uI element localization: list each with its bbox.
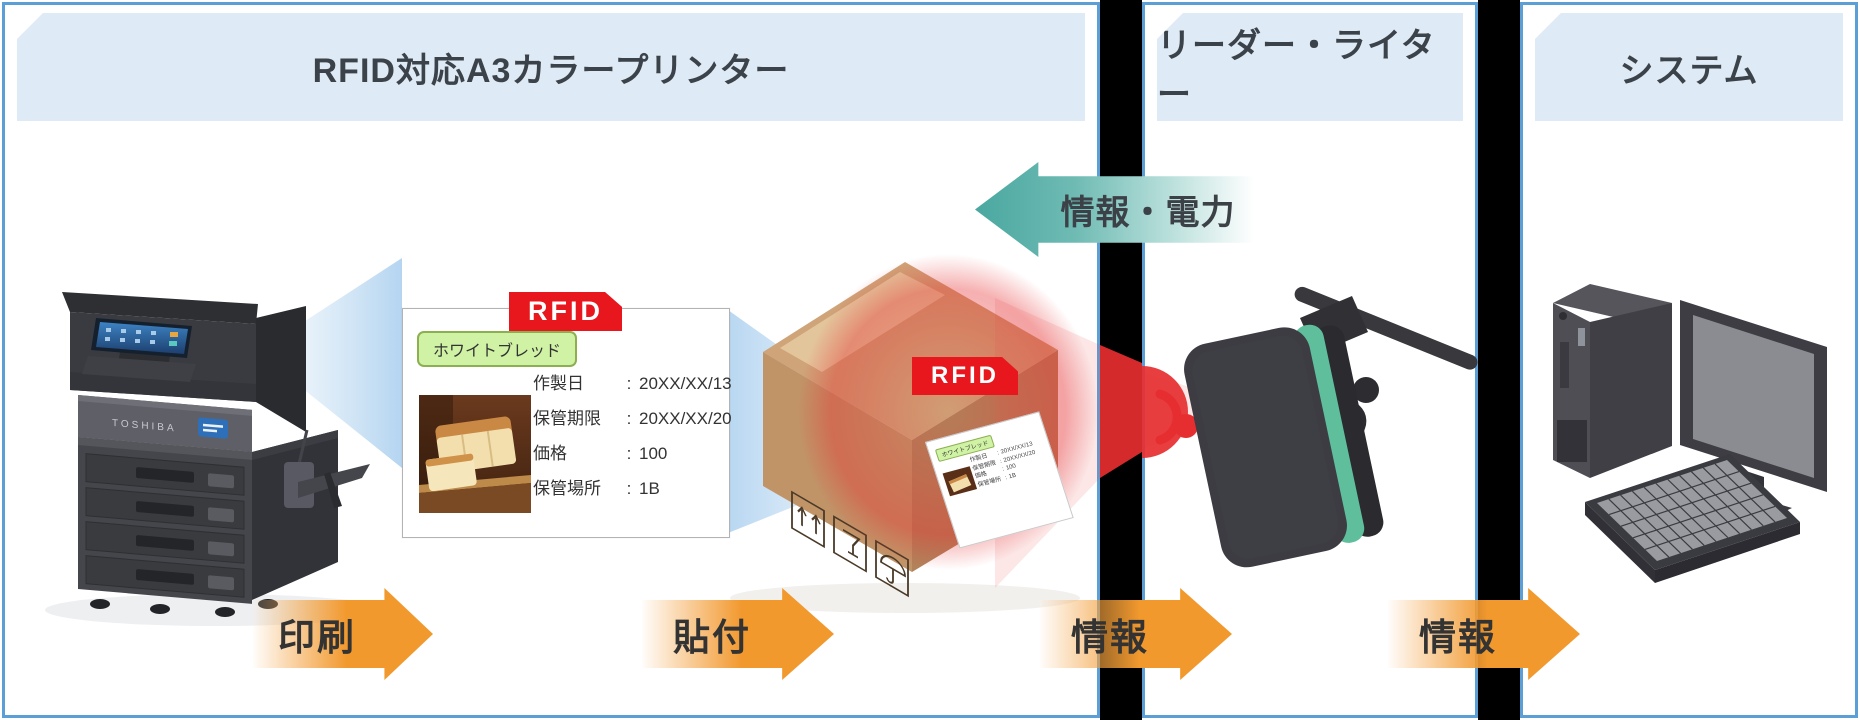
printer-drawers	[78, 437, 252, 604]
desktop-pc-icon	[1553, 284, 1672, 478]
panel-reader-writer-title: リーダー・ライター	[1157, 27, 1436, 114]
label-fields: 作製日 : 20XX/XX/13 保管期限 : 20XX/XX/20 価格 : …	[533, 373, 732, 513]
rfid-tag-text: RFID	[931, 362, 999, 389]
arrow-info-1-label: 情報	[1071, 617, 1149, 658]
panel-system-title: システム	[1619, 51, 1759, 90]
field-row: 保管期限 : 20XX/XX/20	[533, 409, 732, 428]
bread-photo	[419, 395, 531, 513]
box-arrows-up-icon	[791, 490, 825, 549]
rfid-tag-icon: RFID	[912, 357, 1018, 395]
panel-reader-writer-header: リーダー・ライター	[1157, 13, 1463, 121]
field-row: 価格 : 100	[533, 444, 668, 463]
arrow-print-label: 印刷	[278, 617, 356, 658]
arrow-attach-label: 貼付	[673, 617, 751, 658]
arrow-info-power: 情報・電力	[975, 162, 1263, 257]
printer-rfid-badge	[198, 417, 228, 439]
arrow-info-2: 情報	[1388, 588, 1580, 680]
mini-bread-photo	[942, 466, 978, 497]
handheld-reader-icon	[1184, 286, 1478, 568]
arrow-info-power-label: 情報・電力	[1060, 194, 1236, 232]
product-name-badge: ホワイトブレッド	[417, 331, 578, 367]
printer-touchscreen	[91, 318, 192, 358]
box-shadow	[730, 583, 1080, 613]
printer-illustration: TOSHIBA	[62, 292, 370, 617]
field-row: 作製日 : 20XX/XX/13	[533, 374, 732, 393]
panel-printer-header: RFID対応A3カラープリンター	[17, 13, 1085, 121]
printer-mid-band: TOSHIBA	[78, 395, 252, 452]
product-label-card: RFID ホワイトブレッド 作製日 :	[402, 292, 732, 538]
keyboard-icon	[1585, 454, 1800, 583]
field-row: 保管場所 : 1B	[533, 479, 660, 498]
printer-side-tray	[298, 464, 370, 498]
rfid-tag-icon: RFID	[509, 292, 622, 331]
print-beam	[282, 258, 402, 468]
arrow-info-2-label: 情報	[1419, 617, 1497, 658]
rfid-tag-text: RFID	[528, 296, 603, 326]
panel-printer-title: RFID対応A3カラープリンター	[312, 51, 790, 90]
panel-system-header: システム	[1535, 13, 1843, 121]
